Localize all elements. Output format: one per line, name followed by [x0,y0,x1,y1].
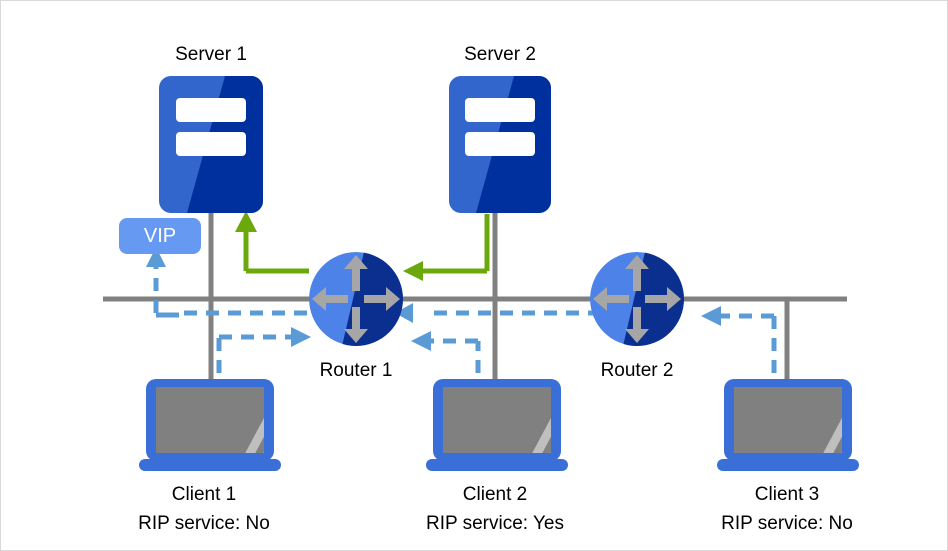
client-1-icon[interactable] [139,379,298,471]
green-flow-path [235,211,490,281]
router-1-icon[interactable] [309,252,403,346]
vip-badge-label: VIP [143,225,177,247]
client-1-service-label: RIP service: No [138,513,270,534]
router-1-arrows [312,255,400,343]
router-2-arrows [593,255,681,343]
vip-badge-shape[interactable] [119,218,201,254]
server-2-icon[interactable] [449,76,551,213]
server-1-icon[interactable] [159,76,263,213]
router-2-label: Router 2 [600,360,674,381]
blue-dashed-flows [146,247,777,373]
client-2-label: Client 2 [462,484,528,505]
router-1-label: Router 1 [319,360,393,381]
client-3-label: Client 3 [754,484,820,505]
client-2-service-label: RIP service: Yes [425,513,564,534]
client-3-icon[interactable] [717,379,876,471]
client-3-service-label: RIP service: No [721,513,853,534]
router-2-icon[interactable] [590,252,684,346]
server-1-label: Server 1 [175,44,247,65]
client-1-label: Client 1 [171,484,237,505]
client-2-icon[interactable] [426,379,585,471]
server-2-label: Server 2 [464,44,536,65]
